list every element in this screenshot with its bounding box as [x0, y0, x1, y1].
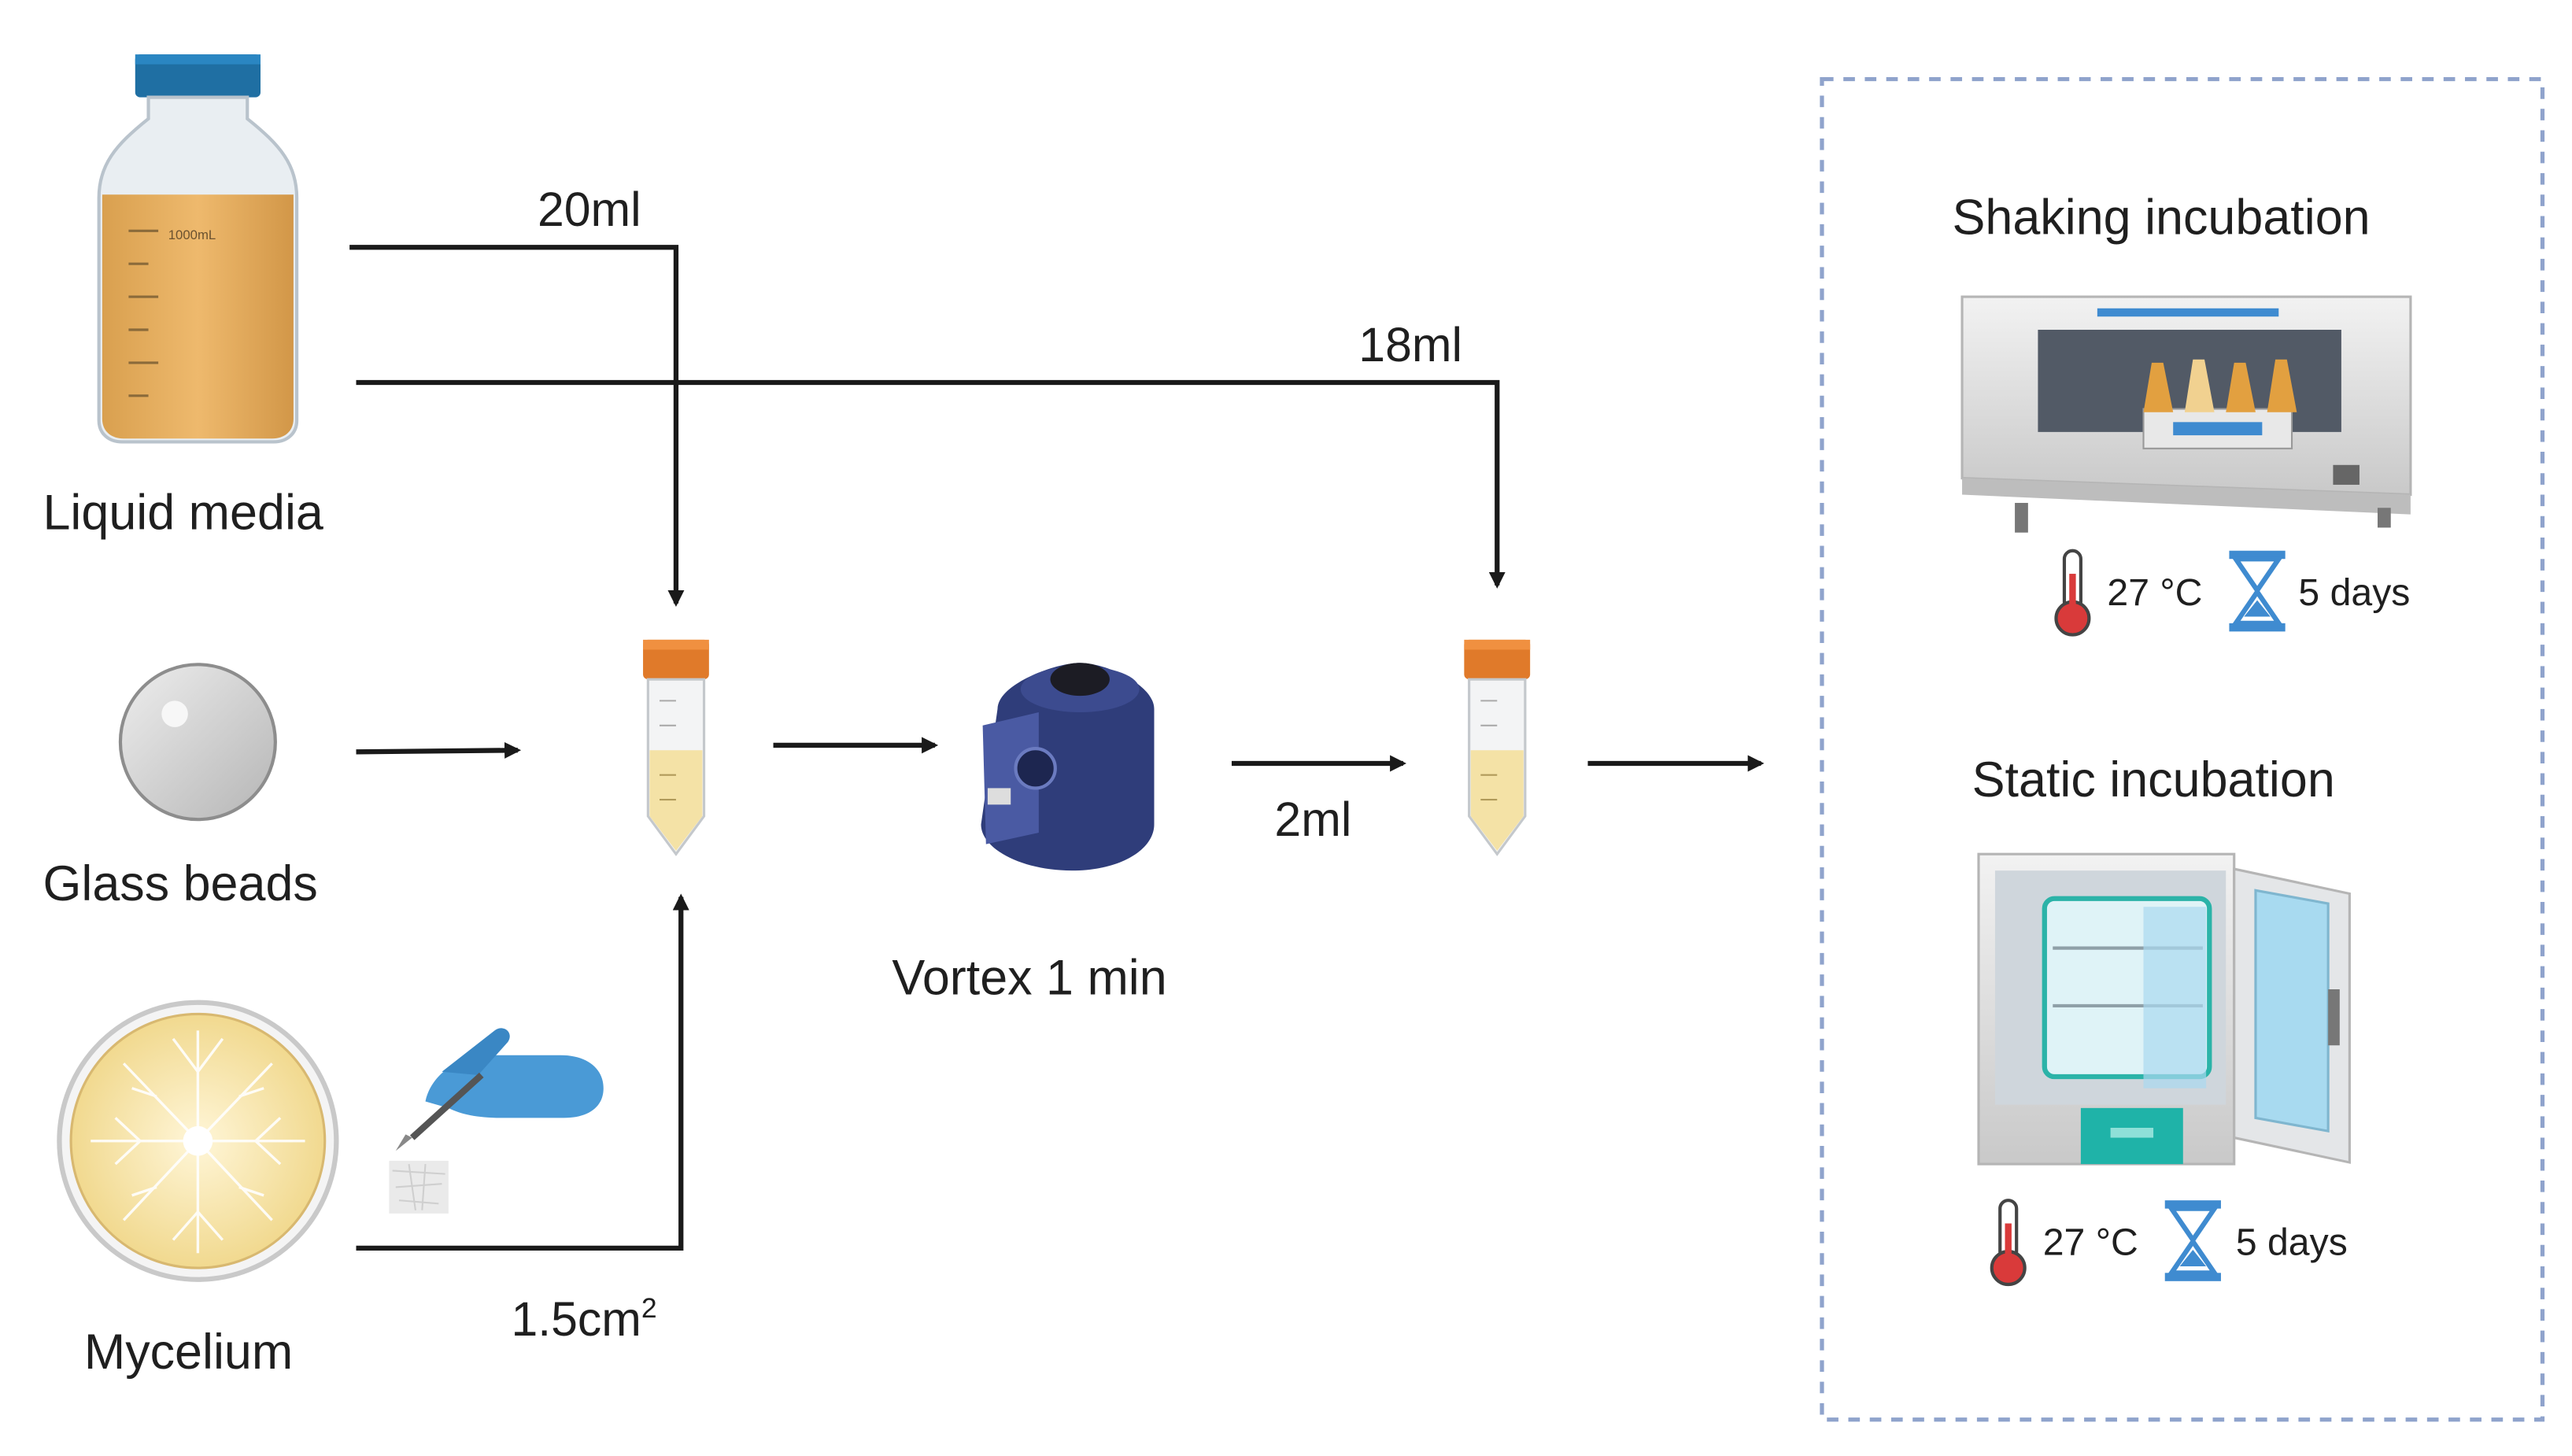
glove-scalpel-icon: [389, 1028, 604, 1214]
volume-2ml-label: 2ml: [1274, 794, 1352, 848]
volume-20ml-label: 20ml: [537, 184, 641, 238]
falcon-tube-2-icon: [1464, 639, 1531, 856]
mycelium-label: Mycelium: [83, 1325, 294, 1380]
area-exponent: 2: [641, 1292, 657, 1325]
thermometer-icon: [2054, 549, 2091, 637]
static-incubator-icon: [1977, 852, 2351, 1166]
area-value: 1.5cm: [511, 1294, 641, 1347]
petri-dish-icon: [57, 1000, 339, 1282]
thermometer-icon: [1990, 1199, 2027, 1287]
shaking-time-label: 5 days: [2298, 570, 2411, 614]
shaking-temp-label: 27 °C: [2107, 570, 2203, 614]
shaking-incubator-icon: [1960, 295, 2412, 533]
hourglass-icon: [2229, 550, 2286, 632]
falcon-tube-1-icon: [643, 639, 709, 856]
area-label: 1.5cm2: [511, 1295, 656, 1346]
media-bottle-icon: 1000mL: [97, 54, 299, 444]
static-time-label: 5 days: [2235, 1220, 2348, 1263]
static-temp-label: 27 °C: [2042, 1220, 2138, 1263]
arrow-mycelium-to-tube: [356, 893, 689, 1251]
arrow-media-18ml: [356, 379, 1506, 589]
glass-bead-icon: [118, 663, 277, 822]
hourglass-icon: [2164, 1200, 2221, 1281]
arrow-beads-to-tube: [356, 741, 522, 759]
arrow-media-20ml: [349, 245, 685, 607]
liquid-media-label: Liquid media: [42, 486, 323, 541]
glass-beads-label: Glass beads: [42, 857, 318, 912]
incubation-box: [1820, 76, 2545, 1422]
vortex-mixer-icon: [981, 663, 1155, 871]
shaking-incubation-title: Shaking incubation: [1952, 191, 2371, 246]
vortex-label: Vortex 1 min: [892, 951, 1167, 1006]
bottle-volume-mark: 1000mL: [168, 227, 216, 242]
volume-18ml-label: 18ml: [1358, 320, 1462, 373]
static-incubation-title: Static incubation: [1971, 753, 2335, 808]
